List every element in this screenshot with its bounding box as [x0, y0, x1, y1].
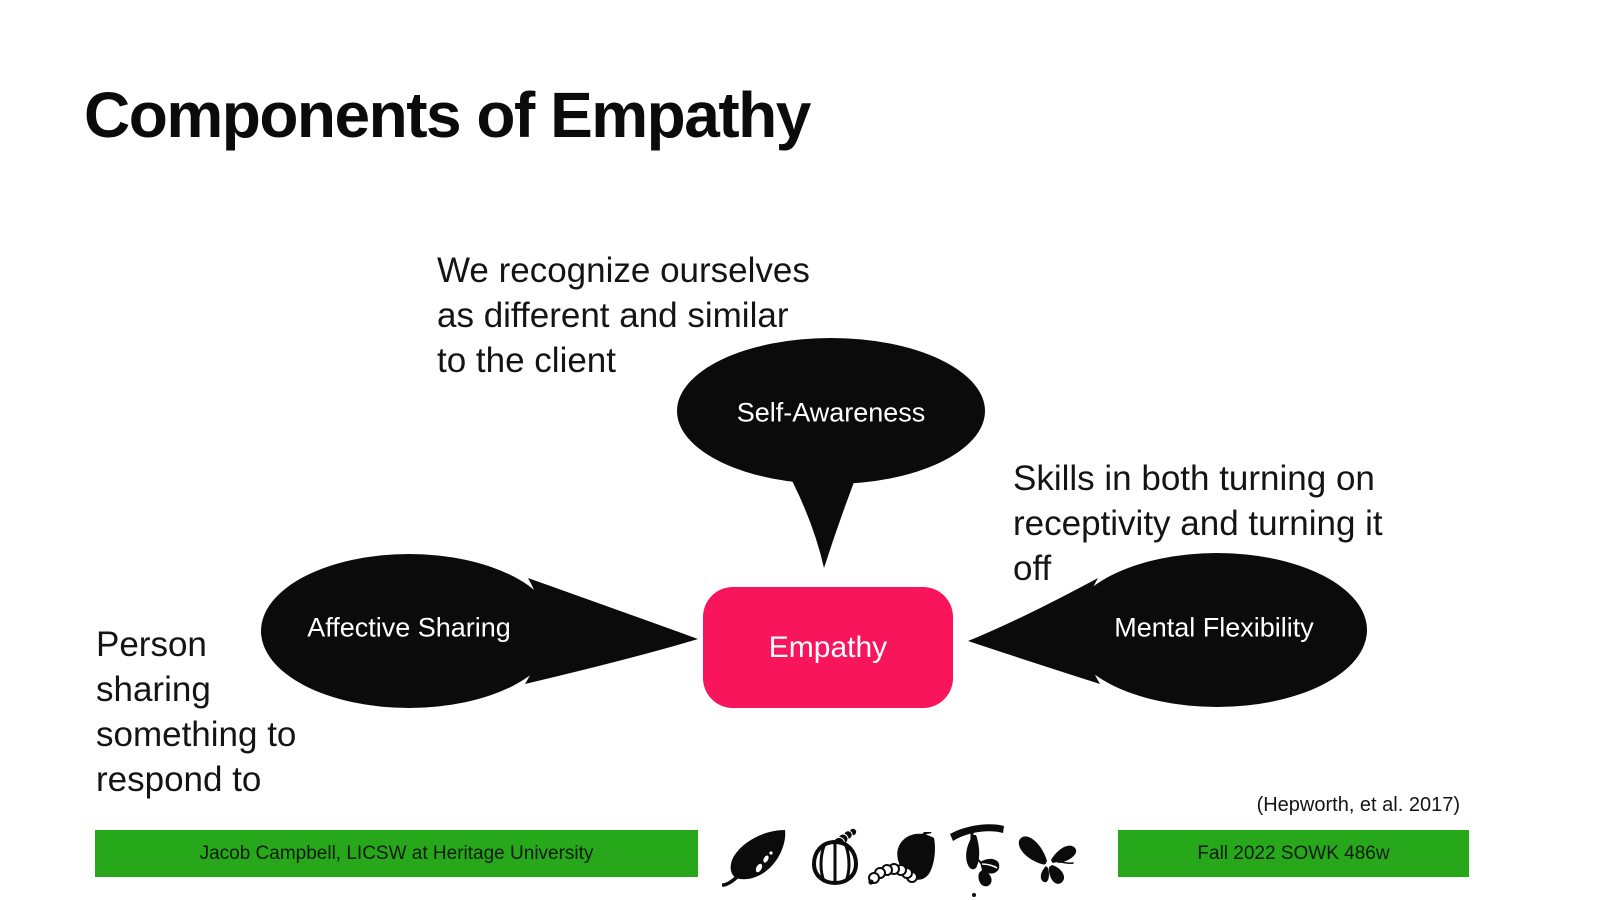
leaf-with-eggs-icon: [722, 830, 786, 887]
footer-author-text: Jacob Campbell, LICSW at Heritage Univer…: [199, 842, 594, 864]
caterpillar-icon: [868, 832, 935, 885]
chrysalis-icon: [950, 824, 1004, 897]
butterfly-icon: [1018, 836, 1077, 884]
hatching-egg-icon: [811, 828, 859, 886]
speech-bubble-self-awareness: [677, 338, 985, 568]
footer-course-text: Fall 2022 SOWK 486w: [1197, 842, 1390, 864]
bubble-label-mental-flexibility: Mental Flexibility: [1114, 612, 1314, 643]
speech-bubble-mental-flexibility: [968, 553, 1367, 707]
annotation-affective-sharing: Person sharing something to respond to: [96, 625, 297, 799]
annotation-mental-flexibility: Skills in both turning on receptivity an…: [1013, 459, 1383, 588]
citation-text: (Hepworth, et al. 2017): [1256, 794, 1460, 816]
bubble-label-self-awareness: Self-Awareness: [736, 397, 926, 428]
footer-author-bar: Jacob Campbell, LICSW at Heritage Univer…: [95, 830, 698, 877]
page-title: Components of Empathy: [84, 79, 811, 151]
footer-course-bar: Fall 2022 SOWK 486w: [1118, 830, 1469, 877]
empathy-node-label: Empathy: [768, 630, 888, 664]
bubble-label-affective-sharing: Affective Sharing: [307, 612, 511, 643]
annotation-self-awareness: We recognize ourselves as different and …: [437, 251, 810, 380]
empathy-node: Empathy: [703, 587, 953, 708]
speech-bubble-affective-sharing: [261, 554, 698, 708]
